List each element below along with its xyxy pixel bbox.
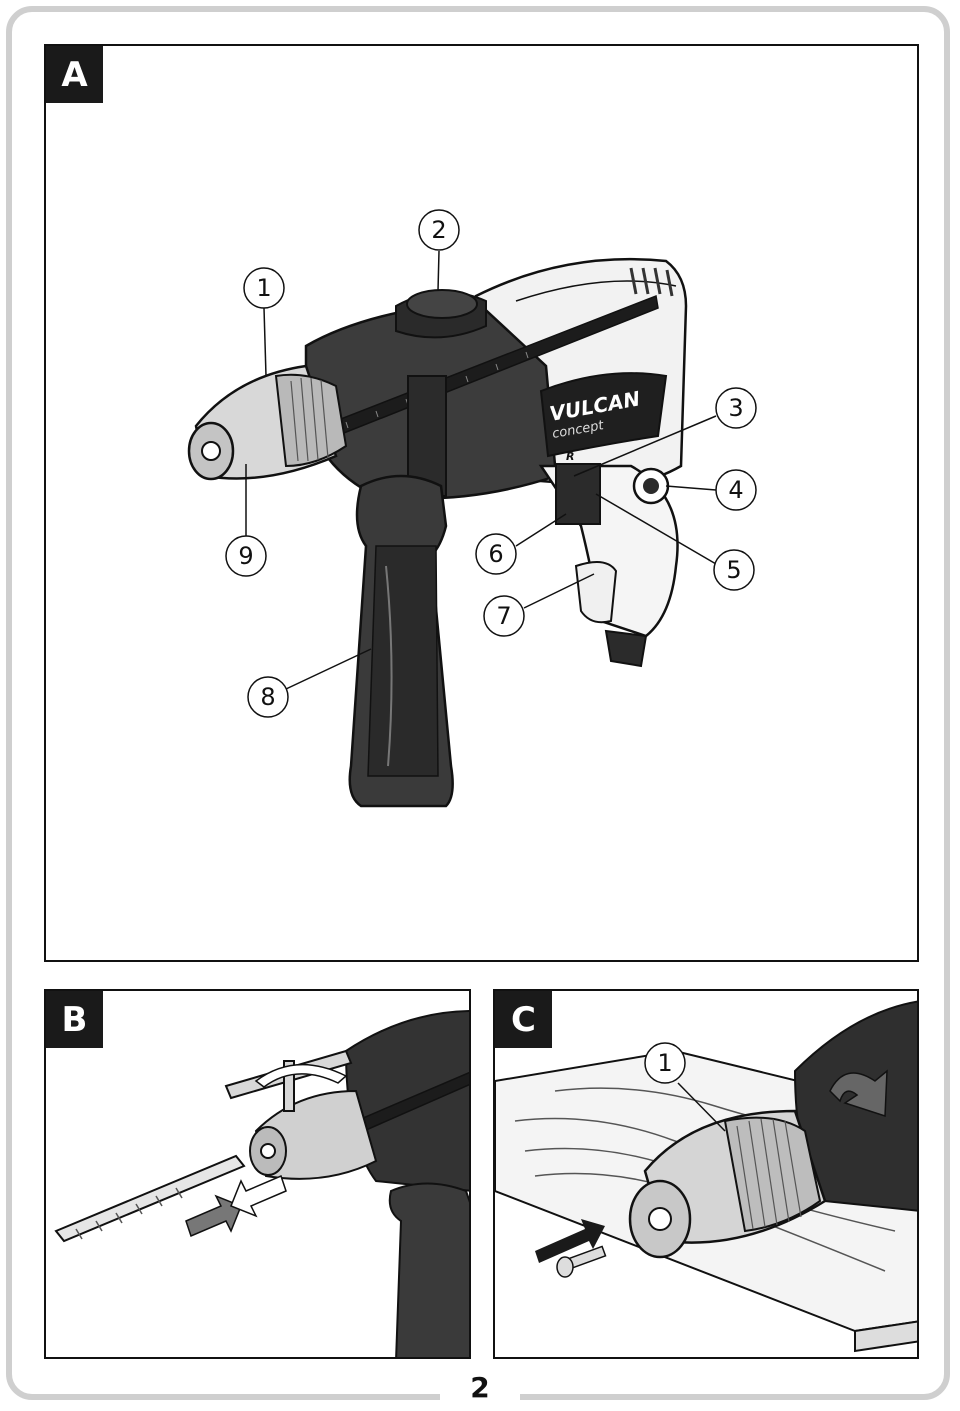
callout-4: 4 (665, 469, 757, 511)
svg-text:9: 9 (238, 542, 253, 570)
direction-mark: R (566, 450, 574, 463)
callout-7: 7 (483, 573, 595, 637)
panel-a-label: A (46, 46, 103, 103)
callout-2: 2 (418, 209, 460, 292)
callout-8: 8 (247, 648, 372, 718)
callout-5: 5 (595, 493, 755, 591)
callout-1: 1 (243, 267, 285, 377)
svg-text:1: 1 (256, 274, 271, 302)
callout-c-1: 1 (644, 1042, 726, 1132)
svg-text:7: 7 (496, 602, 511, 630)
callout-9: 9 (225, 464, 267, 577)
svg-text:1: 1 (657, 1049, 672, 1077)
panel-b-label: B (46, 991, 103, 1048)
svg-text:3: 3 (728, 394, 743, 422)
svg-text:6: 6 (488, 540, 503, 568)
page-number: 2 (440, 1370, 520, 1410)
svg-text:4: 4 (728, 476, 743, 504)
panel-c: C 1 (493, 989, 919, 1359)
panel-c-label: C (495, 991, 552, 1048)
callout-3: 3 (573, 387, 757, 477)
chuck-removal-illustration: 1 (495, 1000, 917, 1353)
svg-text:2: 2 (431, 216, 446, 244)
drill-overview-illustration: VULCAN concept R (187, 209, 757, 808)
bit-insertion-illustration (54, 1010, 469, 1357)
svg-text:8: 8 (260, 683, 275, 711)
panel-a: A VULCAN concept (44, 44, 919, 962)
callout-6: 6 (475, 513, 567, 575)
panel-b: B (44, 989, 471, 1359)
svg-text:5: 5 (726, 556, 741, 584)
